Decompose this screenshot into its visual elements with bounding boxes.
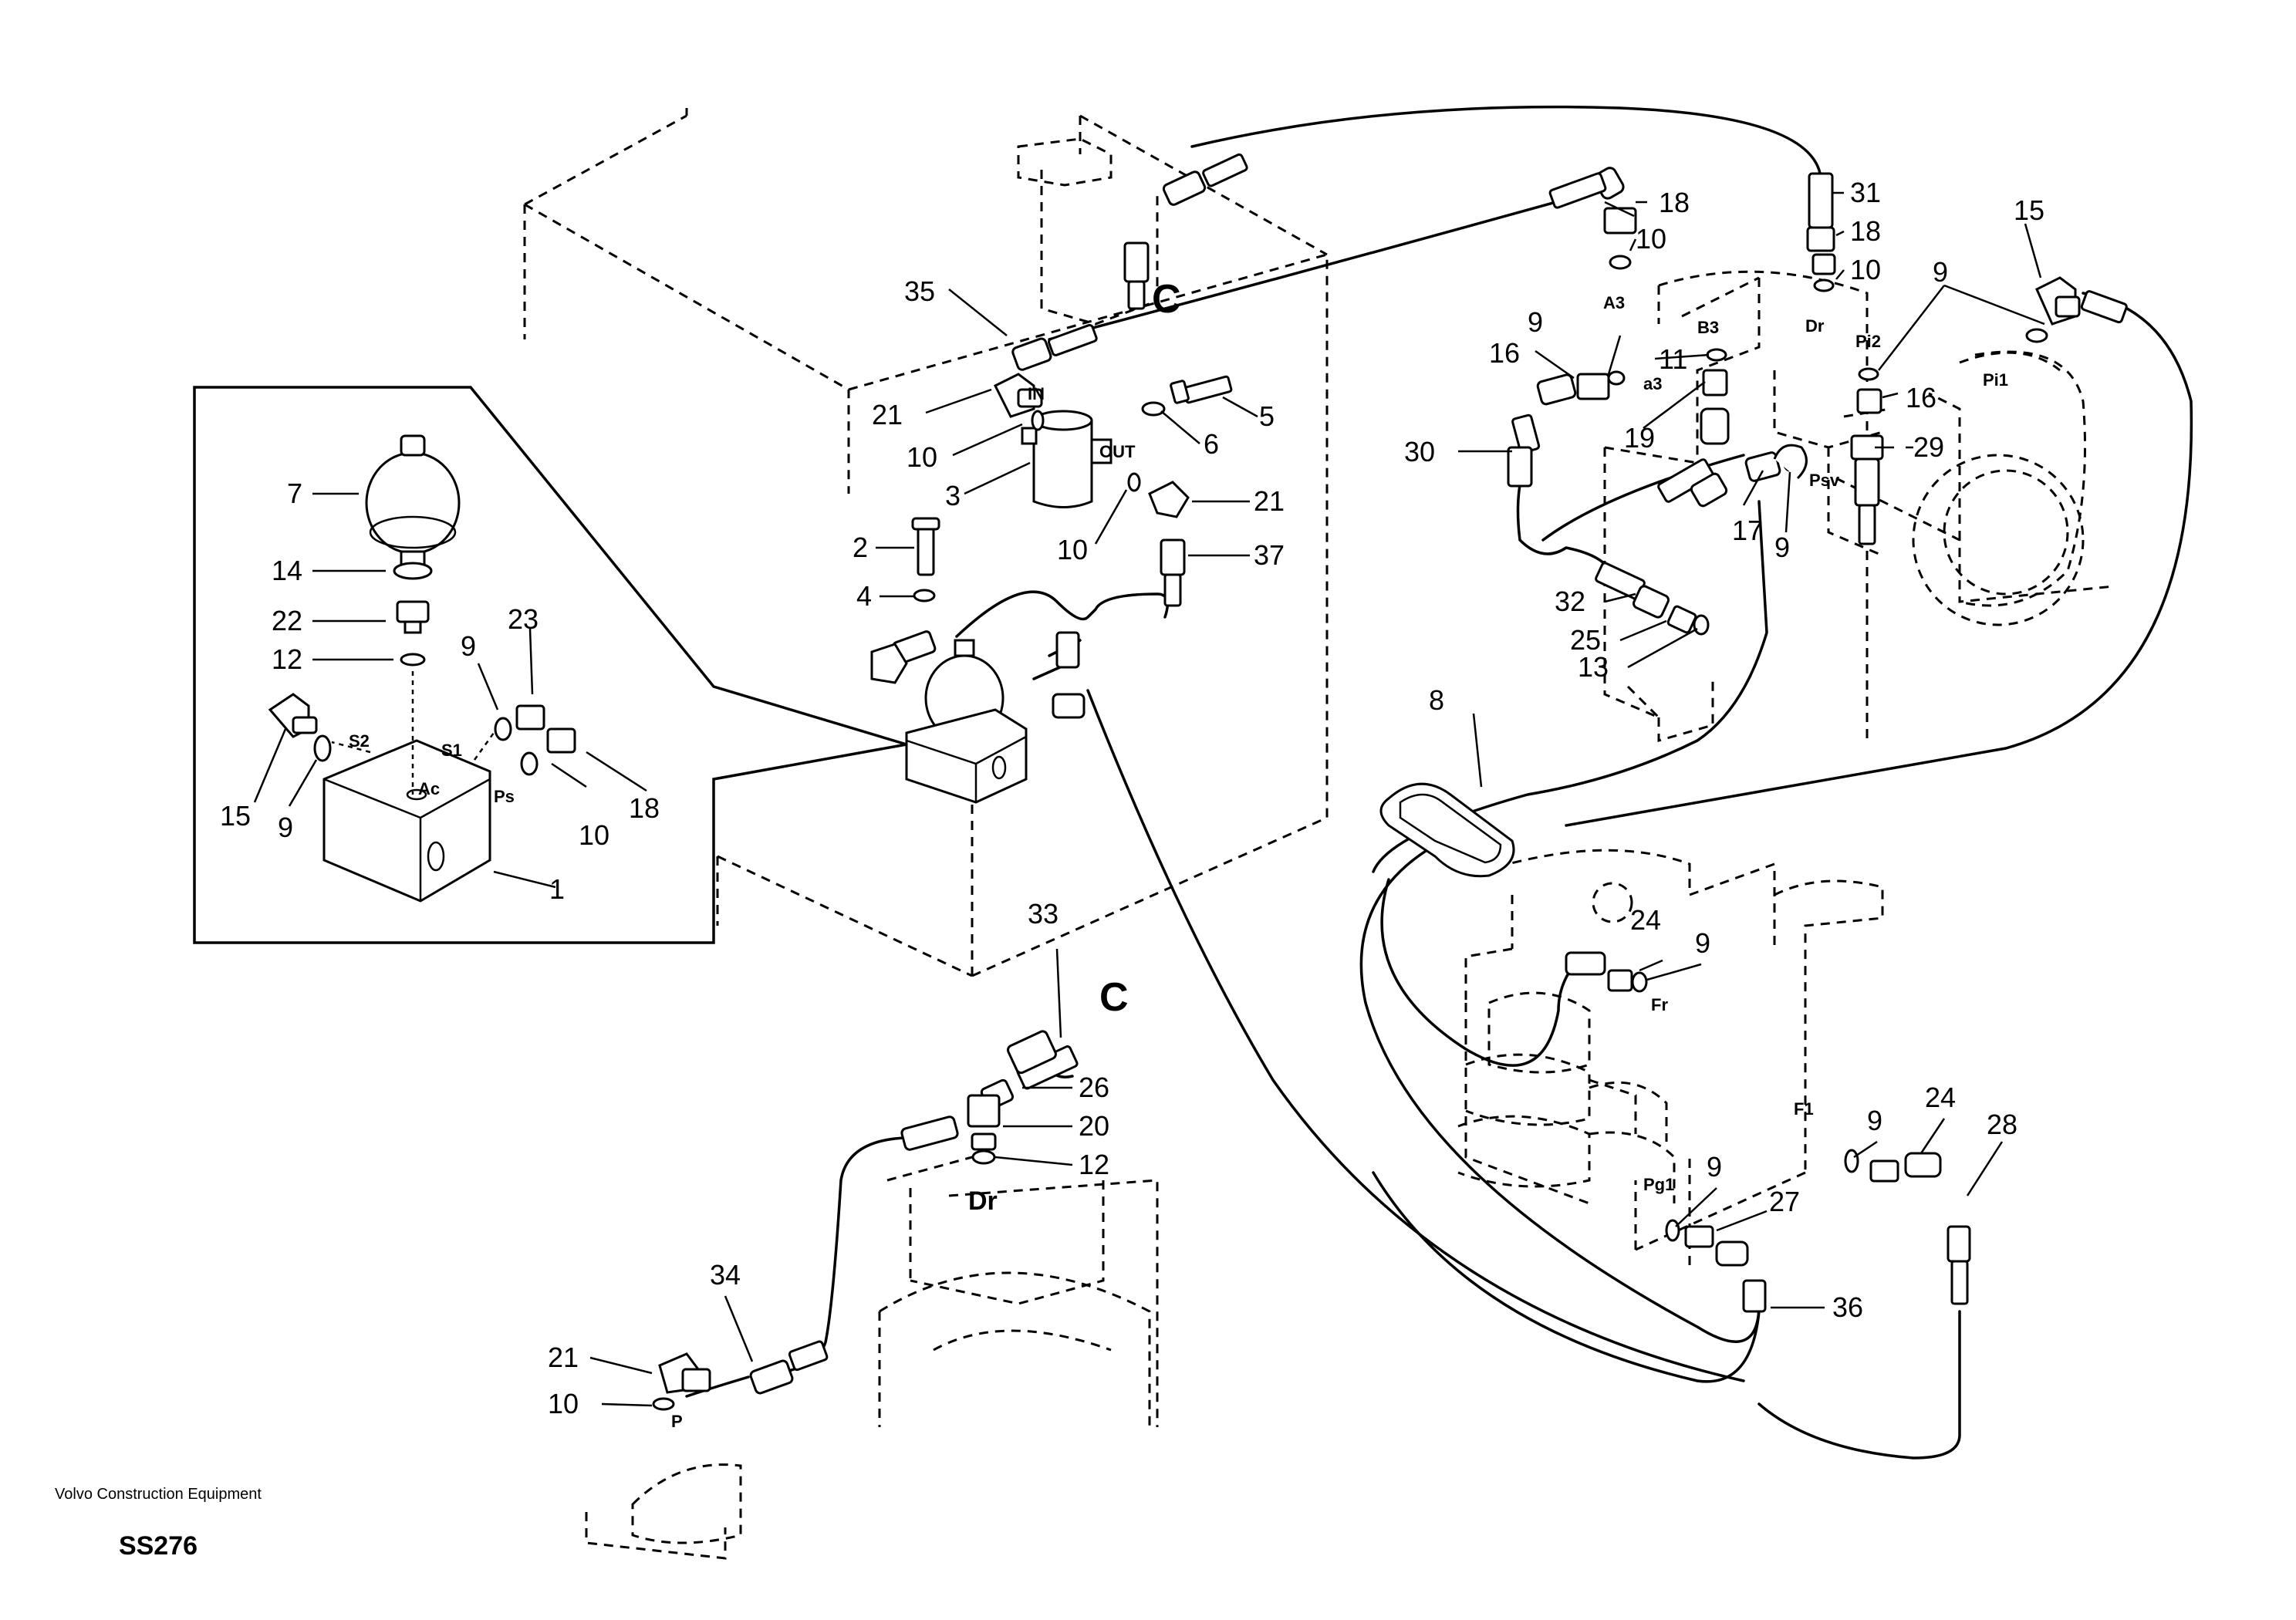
- port-label: S2: [349, 731, 370, 751]
- callout: 4: [856, 580, 872, 612]
- grommet-part-8: [1379, 782, 1515, 878]
- connection-marks: C C: [1099, 277, 1181, 1020]
- callout: 36: [1832, 1291, 1863, 1323]
- port-label: OUT: [1099, 442, 1136, 461]
- leader-lines: [589, 191, 2045, 1407]
- callout: 10: [1057, 534, 1088, 565]
- callout: 34: [710, 1259, 741, 1291]
- components: [652, 153, 2128, 1411]
- callout: 16: [1489, 337, 1520, 369]
- callout: 10: [907, 441, 937, 473]
- callout: 13: [1578, 651, 1609, 683]
- port-label: Pg1: [1643, 1175, 1674, 1194]
- port-label: Pi2: [1855, 332, 1881, 351]
- callout-numbers: 7 14 22 12 9 23 15 9 10 18 1 35 21 10 3 …: [220, 177, 2044, 1419]
- port-label: Dr: [968, 1186, 998, 1216]
- callout: 11: [1659, 343, 1687, 375]
- callout: 32: [1555, 586, 1585, 617]
- callout: 8: [1429, 684, 1444, 716]
- filter-part-3: [1021, 410, 1113, 508]
- callout: 15: [220, 800, 251, 832]
- callout: 31: [1850, 177, 1881, 208]
- callout: 18: [629, 792, 660, 824]
- callout: 24: [1630, 904, 1661, 936]
- port-label: A3: [1603, 293, 1625, 312]
- callout: 9: [461, 630, 476, 662]
- callout: 24: [1925, 1082, 1956, 1113]
- callout: 20: [1079, 1110, 1109, 1142]
- callout: 12: [1079, 1149, 1109, 1180]
- callout: 7: [287, 478, 302, 509]
- port-label: Ps: [494, 787, 515, 806]
- callout: 9: [1707, 1151, 1722, 1183]
- callout: 17: [1732, 515, 1763, 546]
- callout: 29: [1913, 431, 1944, 463]
- callout: 9: [1695, 927, 1710, 959]
- hoses: [685, 105, 2193, 1460]
- valve-block-part-1: [322, 739, 491, 903]
- connection-mark-upper: C: [1152, 277, 1181, 322]
- port-label: Dr: [1805, 316, 1825, 336]
- callout: 18: [1850, 215, 1881, 247]
- callout: 30: [1404, 436, 1435, 467]
- callout: 10: [1636, 223, 1666, 255]
- callout: 14: [272, 555, 302, 586]
- callout: 28: [1987, 1109, 2017, 1140]
- brand-credit: Volvo Construction Equipment: [55, 1486, 262, 1503]
- callout: 21: [548, 1342, 579, 1373]
- callout: 10: [579, 819, 609, 851]
- callout: 1: [549, 873, 565, 905]
- port-label: F1: [1794, 1099, 1814, 1119]
- callout: 9: [1933, 256, 1948, 288]
- port-label: Pi1: [1983, 370, 2008, 390]
- callout: 15: [2014, 194, 2044, 226]
- callout: 2: [853, 532, 868, 563]
- callout: 25: [1570, 624, 1601, 656]
- port-label: B3: [1697, 318, 1719, 337]
- callout: 9: [1774, 532, 1790, 563]
- port-label: IN: [1028, 384, 1045, 403]
- callout: 18: [1659, 187, 1690, 218]
- port-label: a3: [1643, 374, 1662, 393]
- port-label: Ac: [418, 779, 440, 798]
- callout: 19: [1624, 422, 1655, 454]
- callout: 22: [272, 605, 302, 636]
- port-label: P: [671, 1412, 683, 1431]
- port-label: Psv: [1809, 471, 1840, 490]
- callout: 37: [1254, 539, 1285, 571]
- accumulator-part-7: [365, 434, 461, 569]
- callout: 5: [1259, 400, 1275, 432]
- callout: 3: [945, 480, 961, 511]
- callout: 35: [904, 275, 935, 307]
- callout: 10: [1850, 254, 1881, 285]
- callout: 16: [1906, 382, 1936, 413]
- callout: 9: [1528, 306, 1543, 338]
- callout: 12: [272, 643, 302, 675]
- callout: 21: [1254, 485, 1285, 517]
- connection-mark-lower: C: [1099, 975, 1129, 1020]
- callout: 27: [1769, 1186, 1800, 1217]
- port-labels: S2 S1 Ac Ps IN OUT A3 B3 a3 Dr Pi2 Pi1 P…: [349, 293, 2008, 1431]
- callout: 33: [1028, 898, 1059, 930]
- callout: 21: [872, 399, 903, 430]
- callout: 9: [1867, 1105, 1882, 1136]
- callout: 9: [278, 812, 293, 843]
- callout: 23: [508, 603, 539, 635]
- accumulator-assembly: [905, 639, 1028, 804]
- inset-detail: [193, 386, 907, 944]
- callout: 10: [548, 1388, 579, 1419]
- drawing-code: SS276: [118, 1531, 198, 1561]
- callout: 26: [1079, 1072, 1109, 1103]
- machine-outlines: [523, 108, 2115, 1560]
- callout: 6: [1204, 428, 1219, 460]
- port-label: Fr: [1651, 995, 1668, 1014]
- port-label: S1: [441, 741, 462, 760]
